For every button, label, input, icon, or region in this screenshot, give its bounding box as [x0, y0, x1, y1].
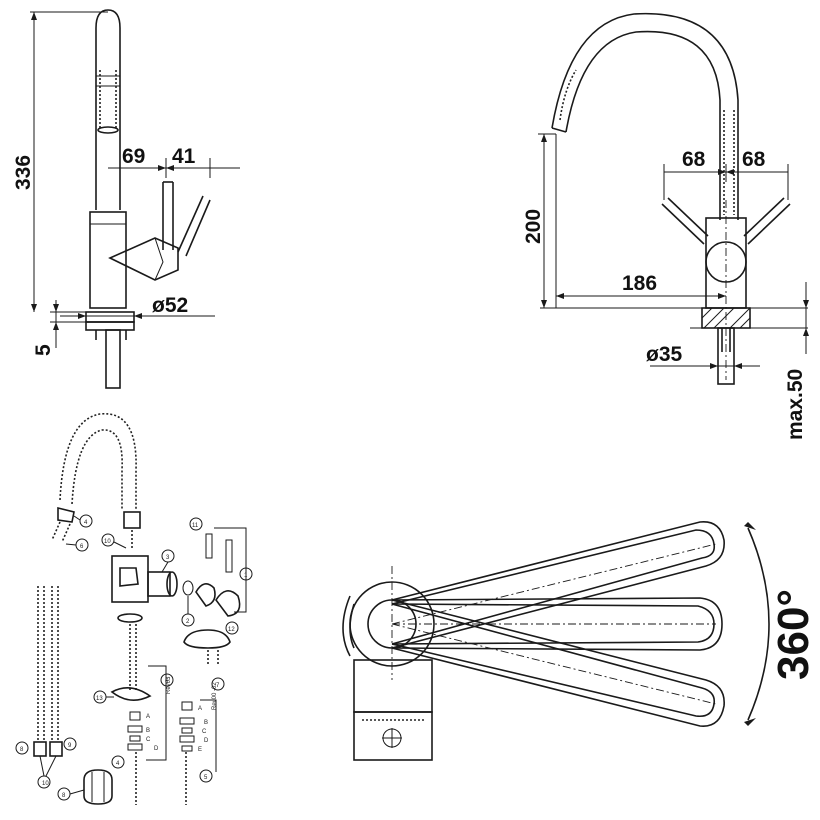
callout-1: 1: [239, 567, 253, 581]
dim-diameter-35: ø35: [646, 343, 683, 366]
dim-69: 69: [122, 145, 145, 168]
letter-d-left: D: [154, 746, 159, 752]
dim-68-left: 68: [682, 148, 706, 171]
callout-3: 3: [161, 549, 175, 563]
svg-text:11: 11: [192, 523, 199, 529]
callout-12: 12: [225, 621, 239, 635]
dim-height-200: 200: [522, 209, 545, 244]
dim-height-336: 336: [12, 155, 35, 190]
dim-68-right: 68: [742, 148, 766, 171]
svg-text:4: 4: [84, 520, 88, 526]
exploded-parts-view: 4 6 10 3 2 11 1 12 13 6: [15, 413, 253, 805]
front-view: 68 68 200 186 ø35 m: [522, 12, 809, 440]
svg-text:3: 3: [166, 555, 170, 561]
dim-41: 41: [172, 145, 196, 168]
callout-4c: 5: [199, 769, 213, 783]
svg-text:8: 8: [20, 747, 24, 753]
svg-text:10: 10: [104, 539, 111, 545]
rev00-label: Rev00 -02: [212, 682, 218, 710]
rev03-label: Rev03: [166, 676, 172, 694]
svg-text:13: 13: [96, 696, 103, 702]
svg-text:1: 1: [244, 573, 248, 579]
swivel-angle-360: 360°: [769, 589, 818, 680]
callout-4b: 4: [111, 755, 125, 769]
svg-text:12: 12: [228, 627, 235, 633]
letter-a-left: A: [146, 714, 150, 720]
callout-11: 11: [189, 517, 203, 531]
dim-max-50: max.50: [784, 369, 807, 440]
letter-c-right: C: [202, 729, 207, 735]
callout-10: 10: [101, 533, 115, 547]
callout-6a: 6: [160, 673, 174, 687]
letter-d-right: D: [204, 738, 209, 744]
dim-diameter-52: ø52: [152, 294, 188, 317]
svg-text:7: 7: [216, 683, 220, 689]
letter-c-left: C: [146, 737, 151, 743]
callout-7: 8: [57, 787, 71, 801]
callout-13: 13: [93, 690, 107, 704]
letter-b-right: B: [204, 720, 208, 726]
callout-4a: 4: [79, 514, 93, 528]
svg-text:9: 9: [68, 743, 72, 749]
svg-text:5: 5: [204, 775, 208, 781]
callout-2: 2: [181, 613, 195, 627]
letter-b-left: B: [146, 728, 150, 734]
callout-8b: 9: [63, 737, 77, 751]
svg-text:6: 6: [165, 679, 169, 685]
callout-9: 10: [37, 775, 51, 789]
swivel-top-view: 360°: [342, 521, 818, 761]
callout-8a: 8: [15, 741, 29, 755]
letter-a-right: A: [198, 706, 202, 712]
svg-text:10: 10: [42, 781, 49, 787]
svg-text:8: 8: [62, 793, 66, 799]
dim-reach-186: 186: [622, 272, 657, 295]
svg-text:2: 2: [186, 619, 190, 625]
svg-text:4: 4: [116, 761, 120, 767]
dim-thickness-5: 5: [32, 344, 55, 356]
letter-e-right: E: [198, 747, 202, 753]
callout-6b: 7: [211, 677, 225, 691]
svg-text:6: 6: [80, 544, 84, 550]
side-view: 336 69 41: [12, 9, 240, 389]
callout-5: 6: [75, 538, 89, 552]
